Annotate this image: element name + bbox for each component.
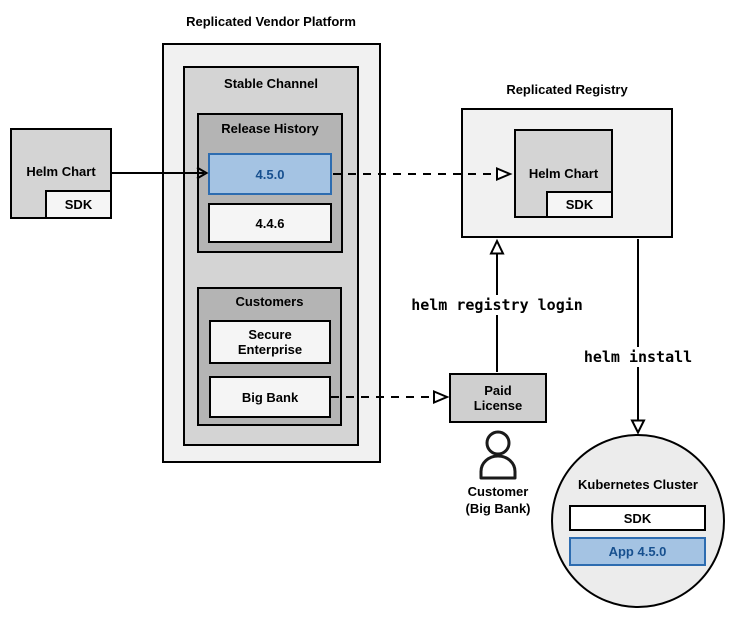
secure-enterprise-line2: Enterprise bbox=[237, 342, 303, 357]
customer-item-secure-enterprise: Secure Enterprise bbox=[209, 320, 331, 364]
platform-title: Replicated Vendor Platform bbox=[186, 14, 356, 29]
cluster-sdk-box: SDK bbox=[569, 505, 706, 531]
registry-sdk-box: SDK bbox=[546, 191, 613, 218]
paid-license-line1: Paid bbox=[484, 383, 512, 398]
customers-title: Customers bbox=[235, 294, 304, 309]
paid-license-line2: License bbox=[473, 398, 523, 413]
cluster-app-box: App 4.5.0 bbox=[569, 537, 706, 566]
stable-channel-title: Stable Channel bbox=[224, 76, 318, 91]
helm-install-command: helm install bbox=[580, 347, 696, 367]
customer-label-line2: (Big Bank) bbox=[465, 501, 531, 516]
helm-registry-login-command: helm registry login bbox=[408, 295, 586, 315]
customer-person-icon bbox=[479, 430, 517, 480]
customer-label-line1: Customer bbox=[467, 484, 529, 499]
arrow-registry-to-cluster bbox=[630, 239, 646, 435]
paid-license-box: Paid License bbox=[449, 373, 547, 423]
release-version-450: 4.5.0 bbox=[208, 153, 332, 195]
registry-helm-chart-label: Helm Chart bbox=[528, 166, 599, 181]
customer-item-big-bank: Big Bank bbox=[209, 376, 331, 418]
registry-title: Replicated Registry bbox=[506, 82, 628, 97]
source-sdk-box: SDK bbox=[45, 190, 112, 219]
kubernetes-cluster-title: Kubernetes Cluster bbox=[578, 477, 698, 492]
source-helm-chart-label: Helm Chart bbox=[26, 164, 96, 179]
secure-enterprise-line1: Secure bbox=[248, 327, 292, 342]
release-history-title: Release History bbox=[221, 121, 319, 136]
release-version-446: 4.4.6 bbox=[208, 203, 332, 243]
